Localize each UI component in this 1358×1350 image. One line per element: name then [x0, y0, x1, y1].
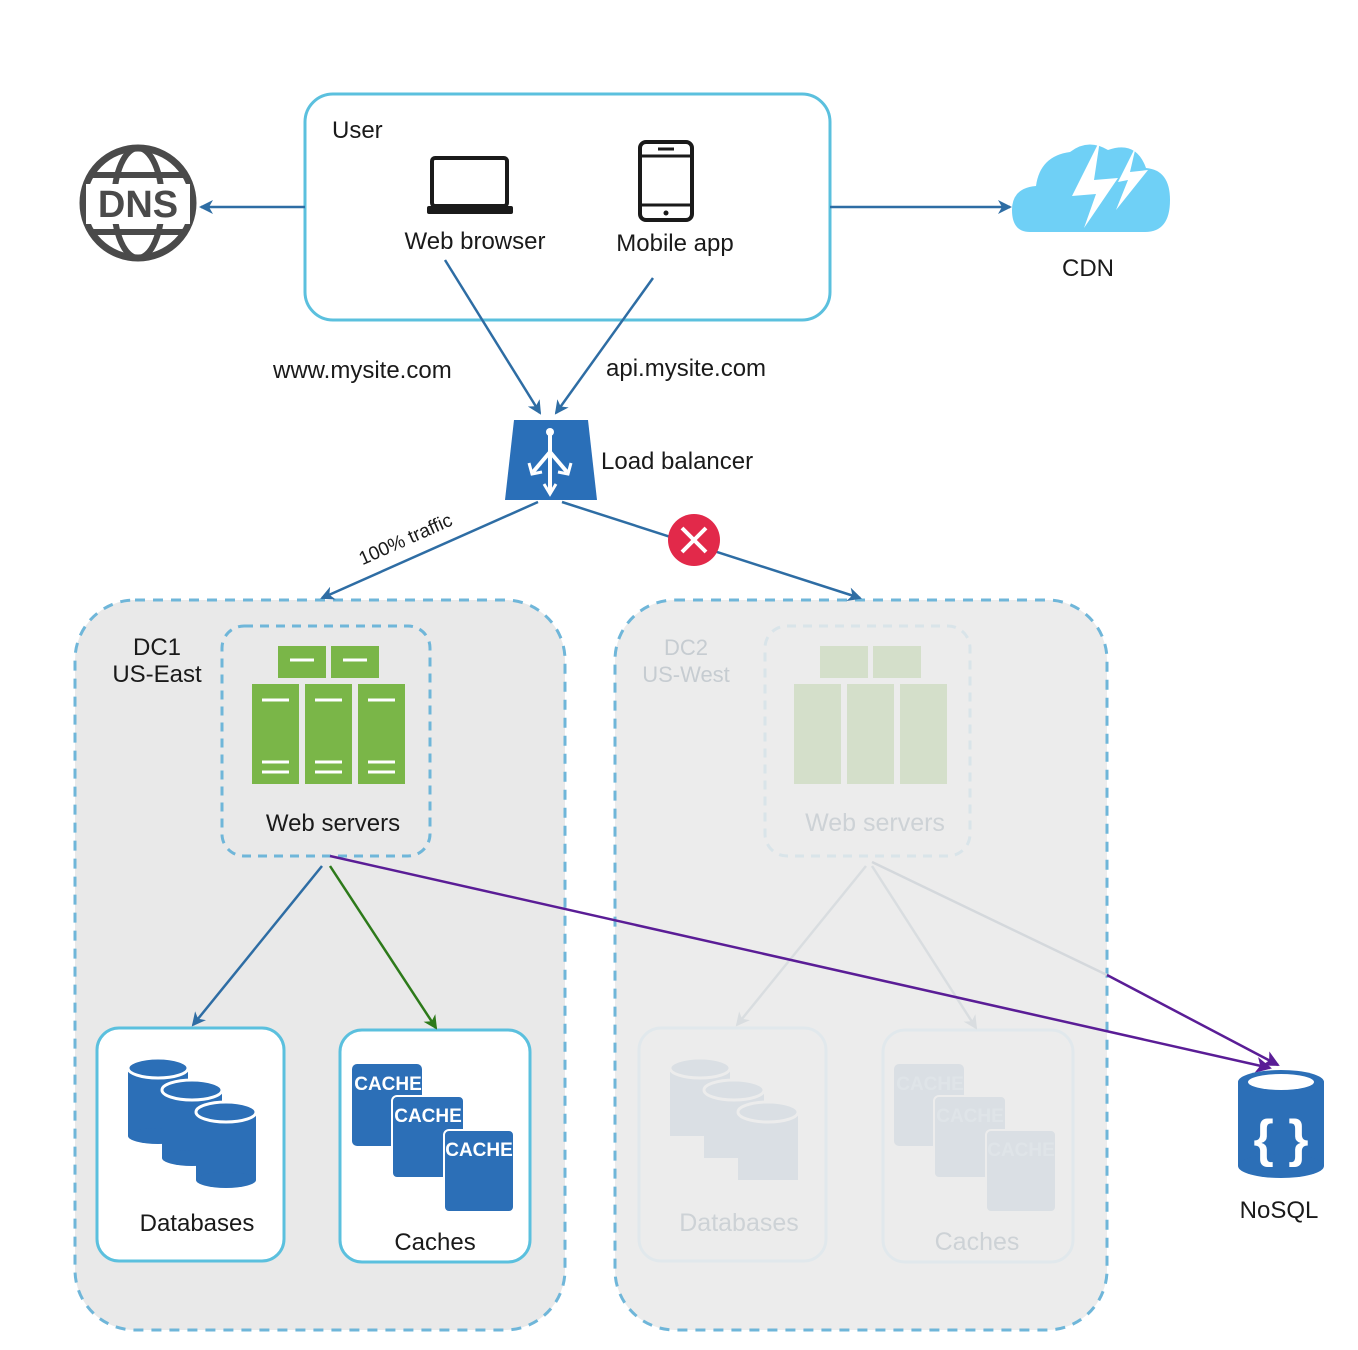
dc2-cache-label-2: CACHE: [936, 1106, 1004, 1127]
dns-globe-icon: [79, 144, 197, 262]
dc1-databases-label: Databases: [140, 1210, 255, 1237]
web-browser-label: Web browser: [405, 228, 546, 255]
dc2-web-to-cache-arrow: [870, 865, 978, 1030]
dc1-caches-label: Caches: [394, 1229, 475, 1256]
dc1-web-servers-label: Web servers: [266, 810, 400, 837]
dc2-name: DC2: [664, 635, 708, 660]
dc2-caches-box: [881, 1028, 1075, 1264]
dc1-cache-label-2: CACHE: [394, 1106, 462, 1127]
dc1-web-to-cache-arrow: [328, 865, 438, 1030]
dc1-cache-icon: [352, 1064, 515, 1213]
dc2-web-servers-box: [763, 624, 972, 858]
mobile-phone-icon: [638, 140, 694, 222]
dc2-web-to-nosql-arrow: [871, 860, 1108, 977]
mobile-to-lb-arrow: [554, 277, 655, 415]
dc2-databases-box: [637, 1026, 828, 1263]
load-balancer-label: Load balancer: [601, 448, 753, 475]
dc1-region-label: US-East: [112, 661, 202, 688]
web-url-label: www.mysite.com: [272, 357, 452, 384]
dc2-cache-icon: [894, 1064, 1057, 1213]
dc1-database-icon: [126, 1056, 258, 1188]
dc1-name: DC1: [133, 634, 181, 661]
mobile-app-label: Mobile app: [616, 230, 733, 257]
web-to-lb-arrow: [443, 259, 542, 415]
nosql-label: NoSQL: [1240, 1197, 1319, 1224]
nosql-database-icon: [1238, 1070, 1324, 1178]
cdn-cloud-icon: [1012, 140, 1170, 232]
dc2-web-to-db-arrow: [735, 865, 867, 1027]
dc2-cache-label-3: CACHE: [987, 1140, 1055, 1161]
cdn-label: CDN: [1062, 255, 1114, 282]
dc1-cache-label-1: CACHE: [354, 1074, 422, 1095]
dc2-contents: [637, 624, 1075, 1264]
api-url-label: api.mysite.com: [606, 355, 766, 382]
laptop-icon: [427, 156, 513, 214]
dc1-cache-label-3: CACHE: [445, 1140, 513, 1161]
blocked-x-icon: [668, 514, 720, 566]
dc2-region-label: US-West: [642, 662, 730, 687]
dc1-web-to-nosql-arrow: [329, 854, 1272, 1073]
dns-label: DNS: [98, 184, 178, 226]
user-label: User: [332, 117, 383, 144]
load-balancer-icon: [505, 420, 597, 500]
dc2-cache-label-1: CACHE: [896, 1074, 964, 1095]
nosql-braces-glyph: { }: [1254, 1110, 1309, 1168]
user-box: [303, 92, 832, 322]
dc1-web-to-db-arrow: [191, 865, 323, 1027]
lb-to-dc1-arrow: [320, 500, 539, 600]
dc1-web-server-icon: [252, 646, 405, 784]
dc2-databases-label: Databases: [679, 1209, 799, 1237]
dc2-web-server-icon: [794, 646, 947, 784]
dc2-web-to-nosql-arrow-tail: [1106, 973, 1280, 1067]
dc2-caches-label: Caches: [935, 1228, 1020, 1256]
dc2-web-servers-label: Web servers: [805, 809, 945, 837]
dc1-web-servers-box: [220, 624, 432, 858]
dc2-database-icon: [668, 1056, 800, 1180]
